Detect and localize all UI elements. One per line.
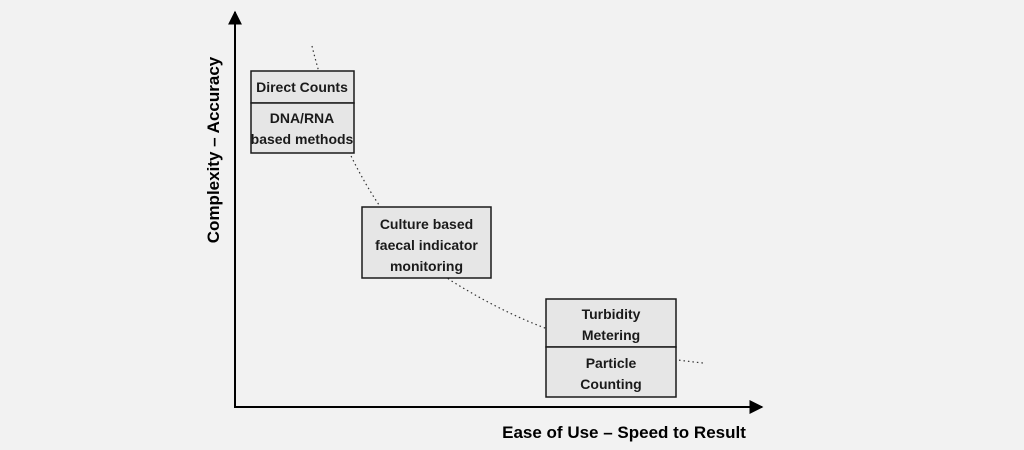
turbidity-label-line1: Turbidity	[582, 306, 641, 322]
turbidity-label-line2: Metering	[582, 327, 640, 343]
box-turbidity-particle: Turbidity Metering Particle Counting	[545, 298, 677, 398]
culture-label-line3: monitoring	[390, 258, 463, 274]
culture-label-line1: Culture based	[380, 216, 473, 232]
particle-label-line1: Particle	[586, 355, 637, 371]
box-top-lower	[250, 102, 355, 154]
culture-label-line2: faecal indicator	[375, 237, 478, 253]
x-axis-label: Ease of Use – Speed to Result	[502, 423, 746, 442]
box-middle	[361, 206, 492, 279]
box-bottom-upper	[545, 298, 677, 348]
direct-counts-label: Direct Counts	[256, 79, 348, 95]
particle-label-line2: Counting	[580, 376, 641, 392]
box-top-upper	[250, 70, 355, 104]
dna-rna-label-line2: based methods	[251, 131, 354, 147]
dna-rna-label-line1: DNA/RNA	[270, 110, 335, 126]
box-direct-counts-dna-rna: Direct Counts DNA/RNA based methods	[250, 70, 355, 154]
box-bottom-lower	[545, 346, 677, 398]
y-axis-label: Complexity – Accuracy	[204, 56, 223, 243]
box-culture-based: Culture based faecal indicator monitorin…	[361, 206, 492, 279]
